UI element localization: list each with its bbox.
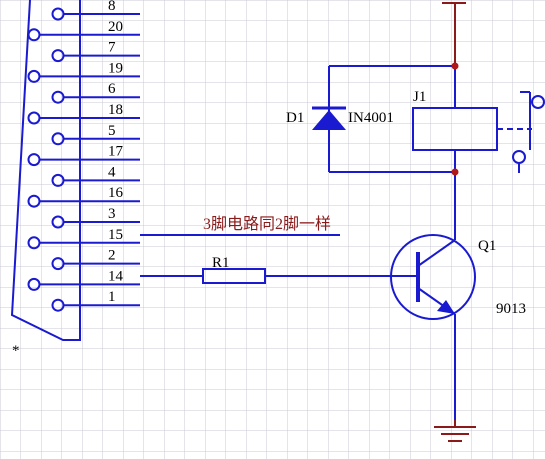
junction-top — [451, 62, 459, 70]
diode-d1-body — [312, 110, 346, 130]
pin-row-17: 17 — [27, 144, 140, 167]
pin-row-20: 20 — [27, 19, 140, 42]
pin-number-18: 18 — [108, 102, 123, 118]
pin-number-15: 15 — [108, 227, 123, 243]
pin-row-3: 3 — [51, 206, 140, 229]
pin-row-2: 2 — [51, 248, 140, 271]
pin-number-5: 5 — [108, 123, 116, 139]
transistor-emitter-arrow — [437, 300, 455, 314]
pin-number-6: 6 — [108, 81, 116, 97]
pin-number-16: 16 — [108, 185, 124, 201]
diode-part: IN4001 — [348, 110, 394, 126]
junction-bottom — [451, 168, 459, 176]
connector-shell — [10, 0, 81, 341]
pin-number-8: 8 — [108, 0, 116, 14]
pin-row-14: 14 — [27, 268, 140, 291]
connector-marker: * — [12, 343, 20, 359]
pin-number-2: 2 — [108, 248, 116, 264]
pin-number-1: 1 — [108, 289, 116, 305]
pin-row-16: 16 — [27, 185, 140, 208]
transistor-label: Q1 — [478, 238, 496, 254]
pin3-note: 3脚电路同2脚一样 — [203, 215, 331, 233]
pin-row-6: 6 — [51, 81, 140, 104]
pin-number-4: 4 — [108, 164, 116, 180]
relay-contact-top — [531, 95, 545, 109]
pin-row-4: 4 — [51, 164, 140, 187]
diode-label: D1 — [286, 110, 304, 126]
pin-number-14: 14 — [108, 268, 124, 284]
relay-label: J1 — [413, 89, 426, 105]
transistor-part: 9013 — [496, 301, 526, 317]
pin-row-18: 18 — [27, 102, 140, 125]
pin-number-17: 17 — [108, 144, 124, 160]
pin-row-5: 5 — [51, 123, 140, 146]
pin-row-7: 7 — [51, 40, 140, 63]
pin-row-15: 15 — [27, 227, 140, 250]
pin-number-19: 19 — [108, 60, 123, 76]
pin-row-19: 19 — [27, 60, 140, 83]
pin-row-1: 1 — [51, 289, 140, 312]
resistor-label: R1 — [212, 255, 230, 271]
pin-number-20: 20 — [108, 19, 123, 35]
transistor-collector — [417, 239, 456, 267]
pin-number-7: 7 — [108, 40, 116, 56]
pin-number-3: 3 — [108, 206, 116, 222]
pin-row-8: 8 — [51, 0, 140, 21]
ground-symbol — [434, 426, 476, 442]
connector-pins: 8 20 7 19 6 18 5 17 4 16 3 15 2 14 1 — [27, 0, 140, 312]
transistor-q1-body — [390, 234, 476, 320]
